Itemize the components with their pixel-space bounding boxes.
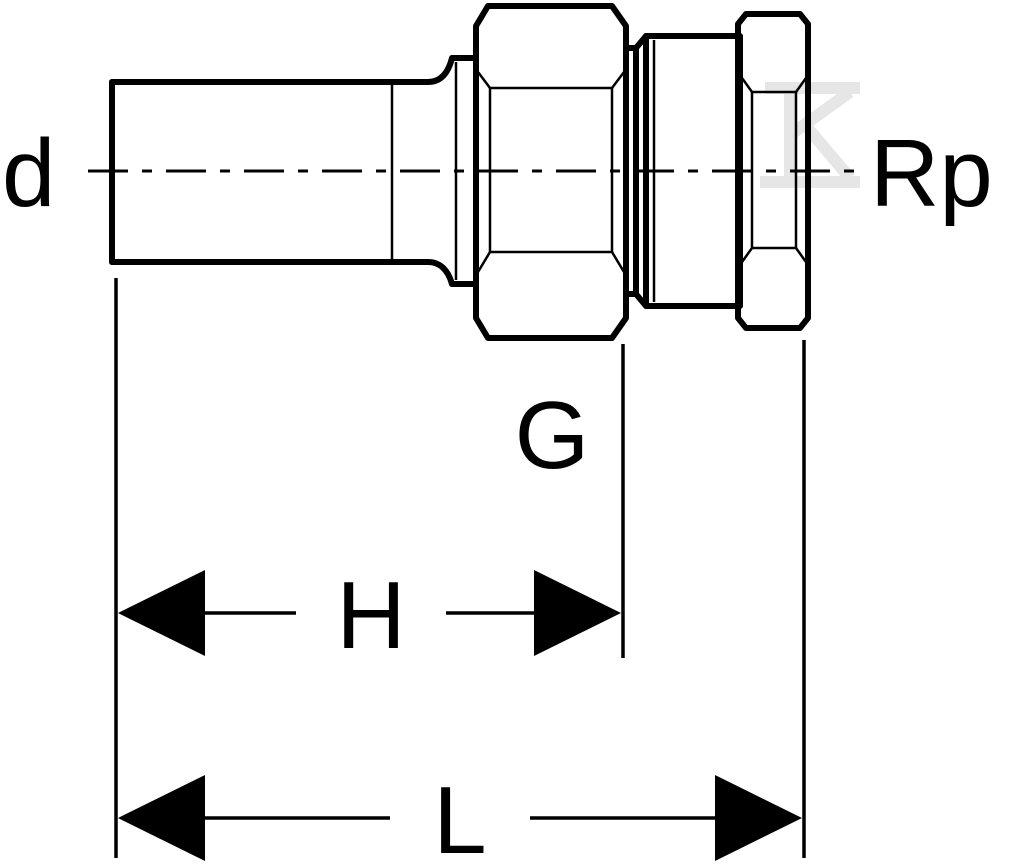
label-rp: Rp [870, 120, 993, 227]
arrow-left-l [118, 775, 205, 861]
extension-lines [114, 278, 806, 858]
dimension-h: H [118, 562, 621, 669]
arrow-right-l [715, 775, 802, 861]
watermark-logo [760, 82, 860, 188]
dimension-l: L [118, 767, 802, 867]
arrow-left-h [118, 570, 205, 656]
arrow-right-h [534, 570, 621, 656]
label-d: d [2, 120, 55, 227]
label-h: H [336, 562, 405, 669]
label-l: L [433, 767, 486, 867]
label-g: G [515, 382, 590, 489]
